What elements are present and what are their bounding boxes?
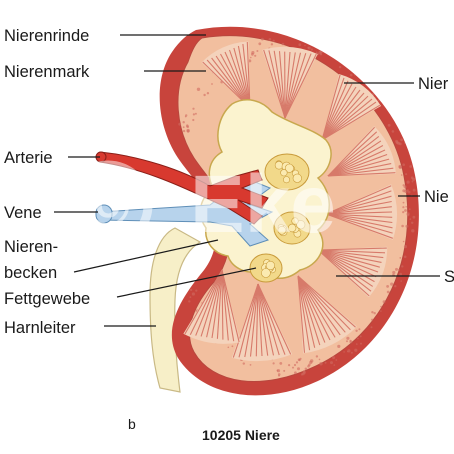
label-nierenmark: Nierenmark xyxy=(4,63,90,81)
label-right-mid: Nie xyxy=(424,188,449,206)
label-nierenbecken-2: becken xyxy=(4,264,57,282)
label-right-top: Nier xyxy=(418,75,449,93)
figure-caption: 10205 Niere xyxy=(202,427,280,443)
label-arterie: Arterie xyxy=(4,149,53,167)
leader-lines xyxy=(54,34,440,327)
label-fettgewebe: Fettgewebe xyxy=(4,290,90,308)
renal-artery xyxy=(99,151,269,225)
medulla-pyramid xyxy=(183,269,241,344)
fat-tissue xyxy=(249,153,311,283)
medulla-pyramid xyxy=(317,246,388,298)
medulla-pyramid xyxy=(327,126,396,177)
label-right-bottom: S xyxy=(444,268,454,286)
ureter xyxy=(149,227,202,393)
medulla-pyramid xyxy=(325,184,398,240)
medulla-pyramid xyxy=(297,275,357,354)
label-nierenbecken-1: Nieren- xyxy=(4,238,58,256)
vein-end xyxy=(95,204,113,224)
watermark: © Eke xyxy=(63,159,336,250)
panel-letter: b xyxy=(128,416,136,432)
medulla-pyramid xyxy=(262,46,318,119)
watermark-symbol: © xyxy=(86,172,130,239)
medulla-pyramids xyxy=(183,41,398,362)
label-harnleiter: Harnleiter xyxy=(4,319,76,337)
medulla-pyramid xyxy=(231,283,293,362)
label-nierenrinde: Nierenrinde xyxy=(4,27,89,45)
medulla-pyramid xyxy=(321,74,381,141)
label-vene: Vene xyxy=(4,204,42,222)
watermark-text: Eke xyxy=(190,159,336,250)
